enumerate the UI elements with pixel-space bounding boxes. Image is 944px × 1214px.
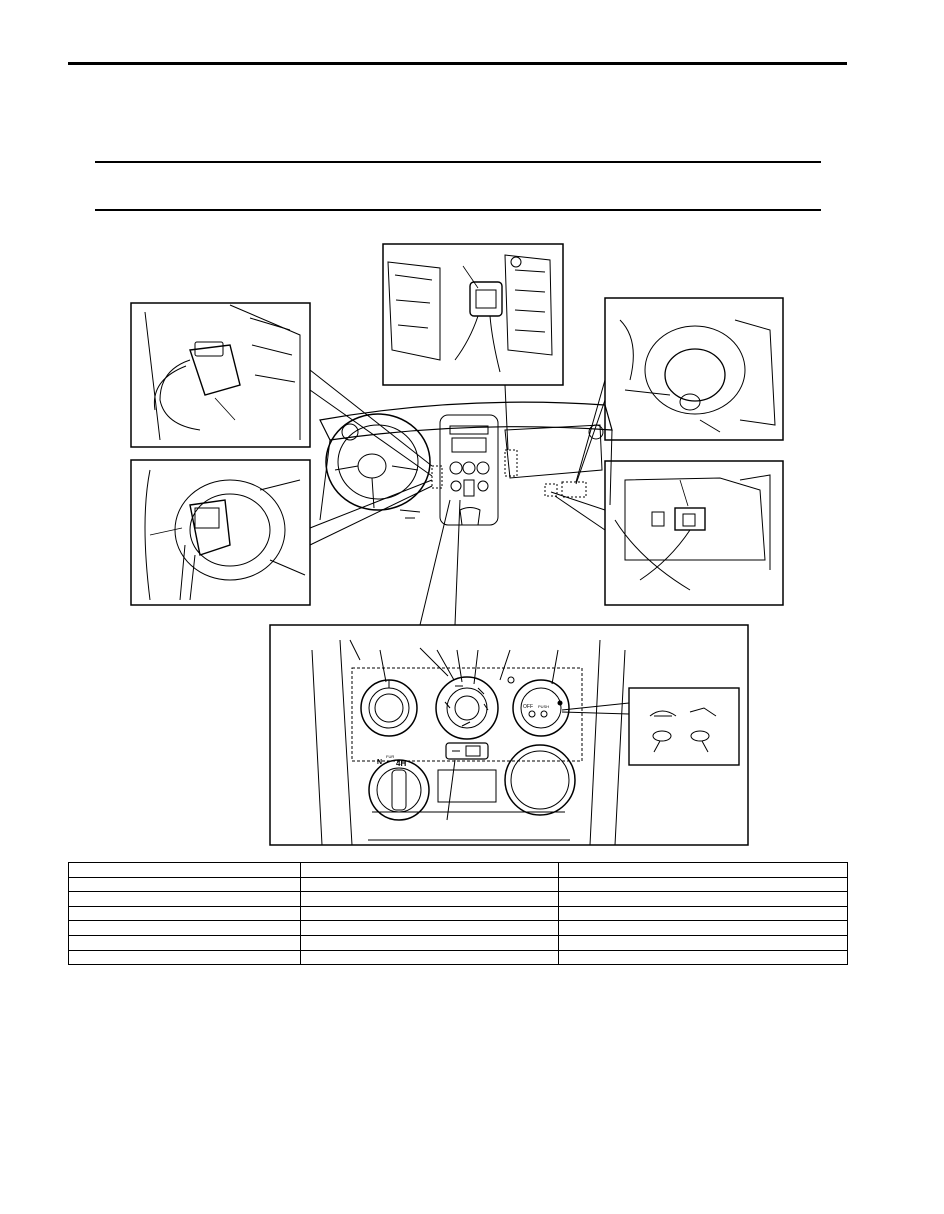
switch-detail-callout xyxy=(628,687,740,766)
note-box-bottom-rule xyxy=(95,209,821,211)
push-label: PUSH xyxy=(538,704,549,709)
leader-lines xyxy=(309,369,606,626)
fur-label: FUR xyxy=(386,754,394,759)
hvac-control-panel-inset xyxy=(269,624,749,846)
inset-left-upper xyxy=(130,302,311,448)
inset-right-upper xyxy=(604,297,784,441)
center-stack xyxy=(439,414,499,526)
temperature-knob[interactable] xyxy=(512,679,570,737)
table-row xyxy=(68,891,848,907)
mode-4h-label: 4H xyxy=(396,759,406,768)
n-label: N xyxy=(377,759,382,766)
inset-top-center xyxy=(382,243,564,386)
steering-wheel xyxy=(325,413,431,511)
transfer-mode-knob[interactable] xyxy=(368,759,430,821)
table-row xyxy=(68,862,848,878)
inset-left-lower xyxy=(130,459,311,606)
table-row xyxy=(68,920,848,936)
panel-text-labels: 4H N FUR OFF PUSH xyxy=(377,704,549,768)
header-rule xyxy=(68,62,847,65)
air-flow-mode-knob[interactable] xyxy=(435,676,499,740)
rear-defogger-switch[interactable] xyxy=(445,742,489,760)
table-row xyxy=(68,905,848,922)
spec-table xyxy=(68,862,848,966)
hvac-component-location-illustration: 4H N FUR OFF PUSH xyxy=(130,243,784,846)
note-box-top-rule xyxy=(95,161,821,163)
inset-right-lower xyxy=(604,460,784,606)
table-row xyxy=(68,876,848,893)
off-label: OFF xyxy=(523,704,533,710)
dashboard-overview xyxy=(319,401,613,526)
table-row xyxy=(68,934,848,951)
table-row xyxy=(68,949,848,966)
